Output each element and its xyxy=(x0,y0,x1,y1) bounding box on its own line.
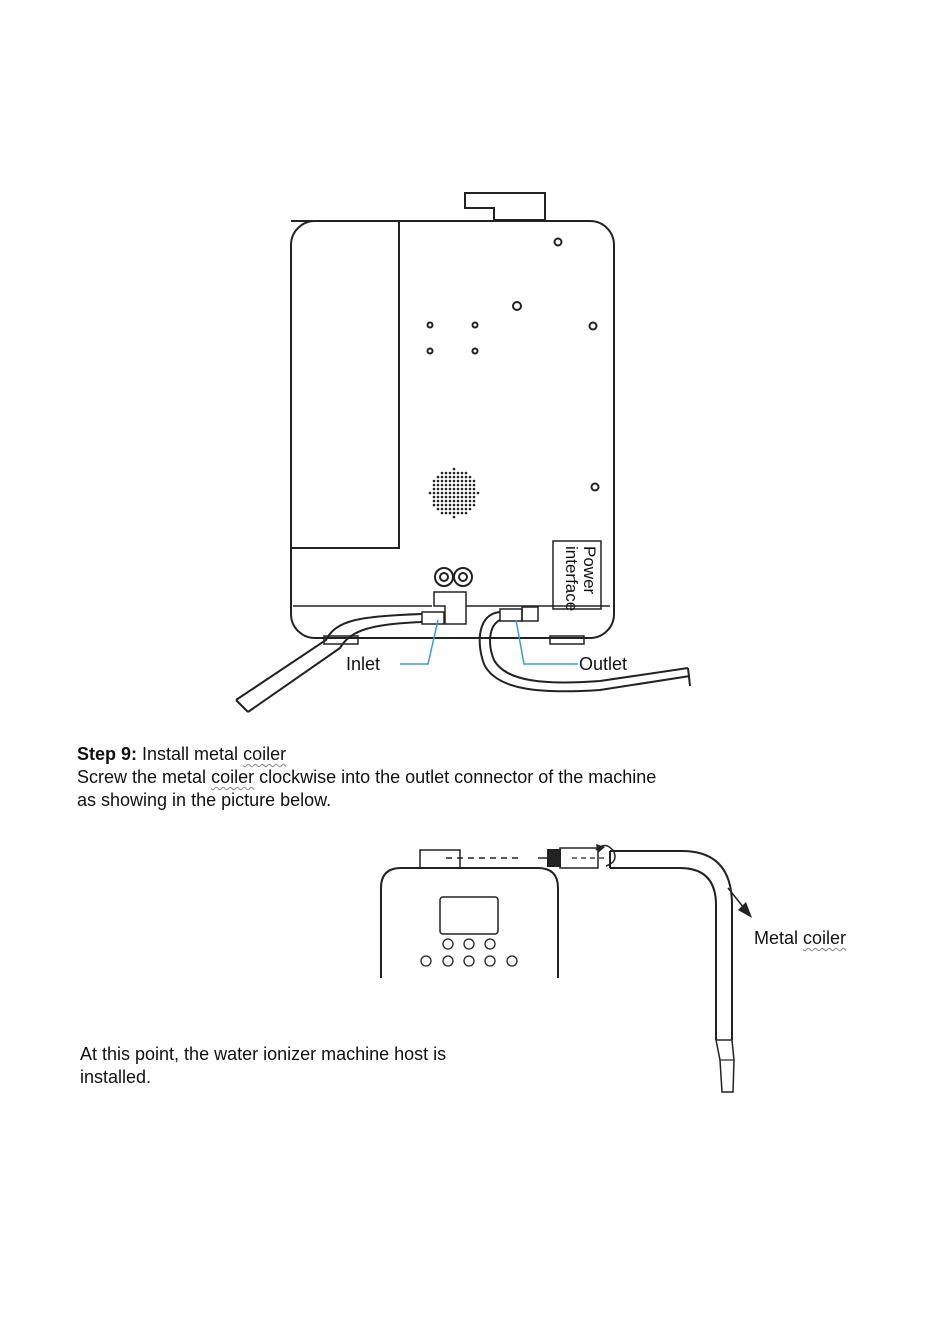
front-top-handle xyxy=(420,850,460,868)
control-button xyxy=(507,956,517,966)
conclusion-line2: installed. xyxy=(80,1066,151,1089)
control-button xyxy=(443,939,453,949)
coiler-connector xyxy=(548,850,560,866)
control-button xyxy=(464,939,474,949)
metal-coiler-label: Metal coiler xyxy=(754,928,846,949)
conclusion-line1: At this point, the water ionizer machine… xyxy=(80,1043,446,1066)
coiler-tip xyxy=(716,1040,734,1092)
coiler-label-arrow xyxy=(728,888,744,908)
control-button xyxy=(464,956,474,966)
metal-coiler-tube xyxy=(610,851,732,1040)
front-machine-body xyxy=(381,868,558,978)
control-button xyxy=(485,939,495,949)
control-button xyxy=(485,956,495,966)
display-screen xyxy=(440,897,498,934)
control-button xyxy=(421,956,431,966)
control-button xyxy=(443,956,453,966)
